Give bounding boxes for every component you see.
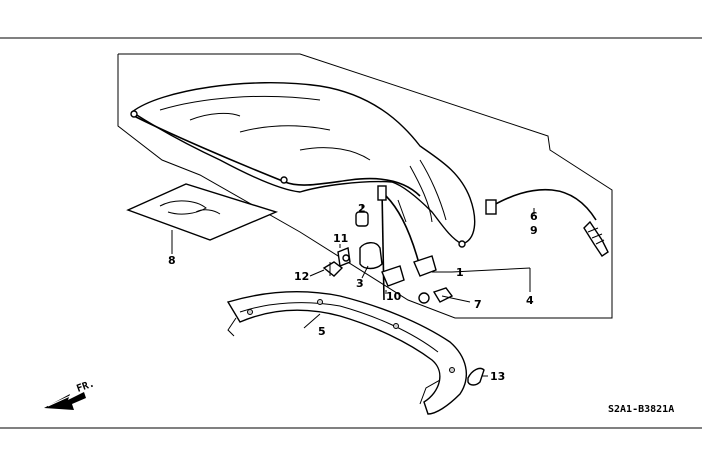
link-rods [377,185,437,301]
rear-mat [126,183,279,241]
callout-13: 13 [490,370,505,383]
callout-8: 8 [168,254,176,267]
callout-9: 9 [530,224,538,237]
front-arrow-icon [44,392,86,410]
callout-10: 10 [386,290,402,303]
callout-12: 12 [294,270,309,283]
leader-lines [171,204,535,377]
assembly-boundary [117,53,613,319]
callout-5: 5 [318,325,326,338]
rear-frame [226,291,468,415]
callout-2: 2 [358,202,366,215]
callout-4: 4 [526,294,534,307]
clip-part [418,287,454,304]
callout-6: 6 [530,210,538,223]
weatherstrip-13 [467,367,485,386]
callout-11: 11 [333,232,348,245]
callout-7: 7 [474,298,482,311]
diagram-code: S2A1-B3821A [608,404,674,415]
callout-3: 3 [356,277,364,290]
soft-top [130,82,476,248]
cable-assembly [485,188,609,257]
small-parts [322,211,383,277]
callout-1: 1 [456,266,464,279]
front-direction-label: FR. [75,378,96,395]
